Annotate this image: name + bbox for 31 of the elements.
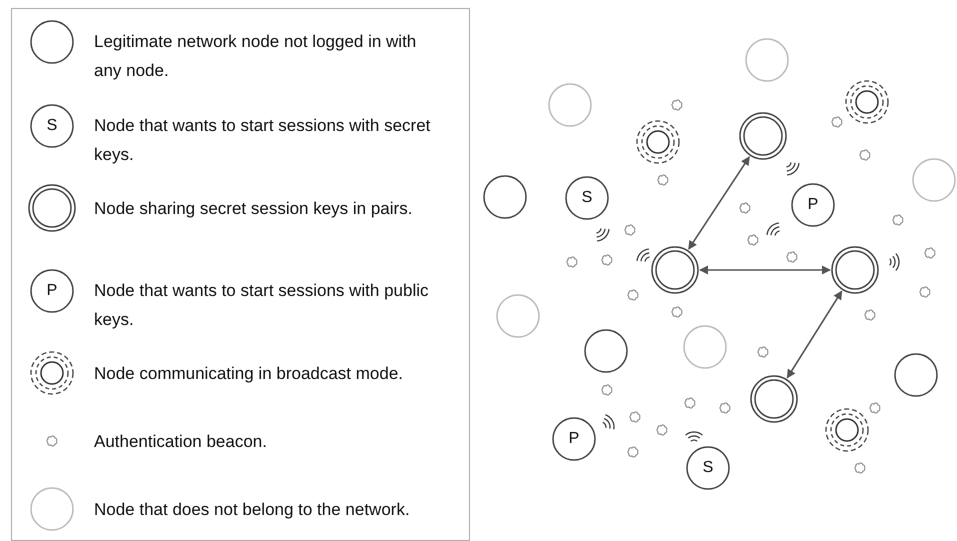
legend-text: Node that wants to start sessions with public keys. (94, 280, 430, 331)
double-arrow (699, 266, 831, 274)
broadcast-node (825, 408, 869, 452)
node-circle: S (686, 446, 730, 490)
legend-text: Legitimate network node not logged in with any node. (94, 31, 418, 82)
legend-text: Node sharing secret session keys in pairs. (94, 198, 414, 220)
broadcast-node (636, 120, 680, 164)
node-circle: S (565, 176, 609, 220)
node-circle (584, 329, 628, 373)
faded-node-circle (683, 325, 727, 369)
node-circle: P (552, 417, 596, 461)
faded-node-circle (745, 38, 789, 82)
legend-text: Authentication beacon. (94, 430, 268, 452)
double-ring-node (651, 246, 699, 294)
double-arrow (688, 156, 750, 250)
double-ring-node (750, 375, 798, 423)
node-icon: P (29, 268, 75, 314)
node-circle (483, 175, 527, 219)
node-circle: P (791, 183, 835, 227)
faded-node-circle (496, 294, 540, 338)
legend-text: Node communicating in broadcast mode. (94, 362, 404, 384)
faded-node-circle (912, 158, 956, 202)
double-ring-node (739, 112, 787, 160)
node-circle (894, 353, 938, 397)
broadcast-node (845, 80, 889, 124)
faded-node-circle (548, 83, 592, 127)
node-icon: S (29, 103, 75, 149)
double-ring-node (831, 246, 879, 294)
double-arrow (786, 290, 842, 379)
legend-text: Node that does not belong to the network. (94, 498, 411, 520)
legend-text: Node that wants to start sessions with secret keys. (94, 115, 432, 166)
